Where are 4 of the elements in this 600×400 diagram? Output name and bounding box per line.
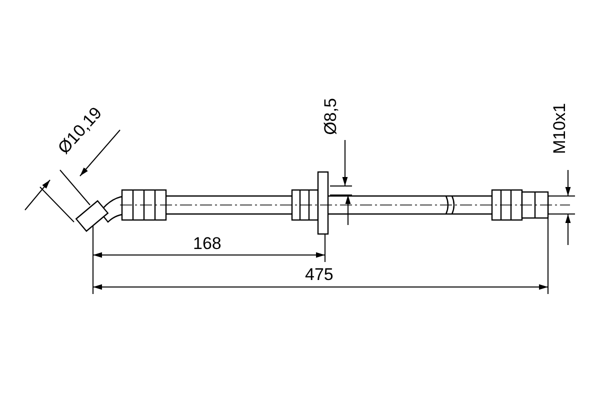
- dimension-value: 168: [193, 235, 222, 252]
- thread-label: M10x1: [551, 102, 568, 154]
- diameter-label: Ø8,5: [322, 98, 339, 135]
- dimension-value: 475: [305, 266, 334, 283]
